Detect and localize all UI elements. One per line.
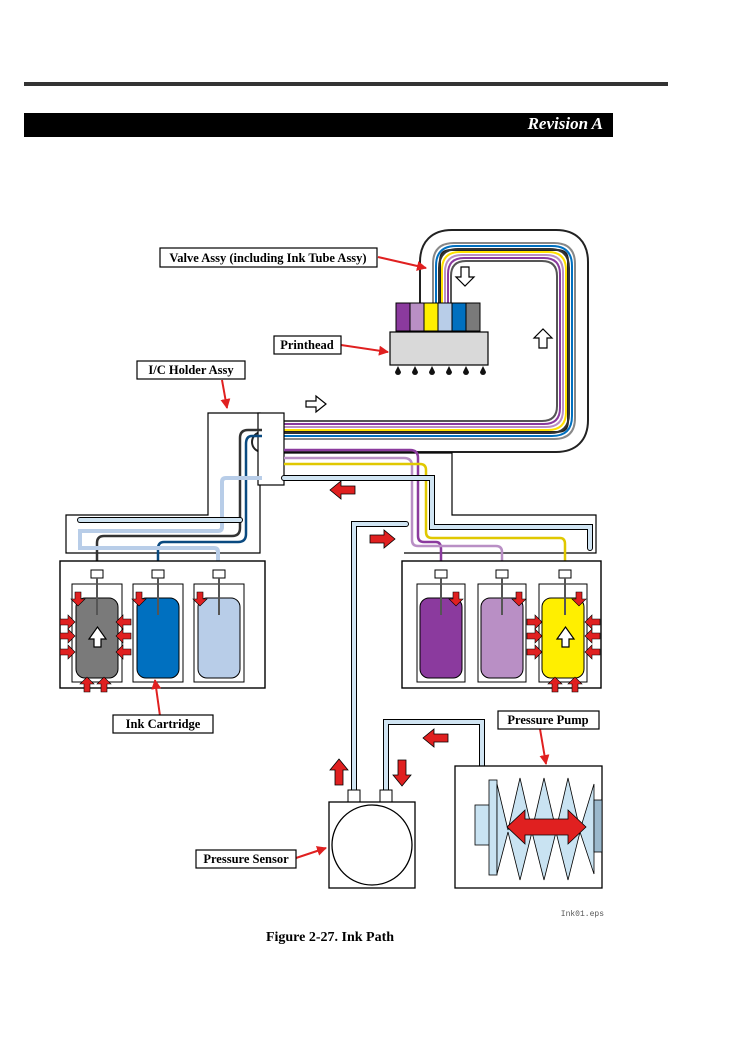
svg-text:Pressure Pump: Pressure Pump	[507, 713, 588, 727]
ink-drops	[395, 366, 486, 375]
label-ic-holder: I/C Holder Assy	[136, 360, 246, 380]
pressure-sensor	[328, 789, 416, 889]
top-rule	[24, 82, 668, 86]
label-printhead: Printhead	[273, 335, 342, 355]
pressure-pump	[454, 765, 603, 889]
svg-text:I/C Holder Assy: I/C Holder Assy	[148, 363, 234, 377]
label-pressure-pump: Pressure Pump	[497, 710, 600, 730]
double-arrow-icon	[506, 809, 587, 845]
ink-tube-bundle	[251, 229, 589, 453]
file-name: Ink01.eps	[561, 910, 604, 919]
svg-text:Pressure Sensor: Pressure Sensor	[203, 852, 289, 866]
svg-text:Ink Cartridge: Ink Cartridge	[126, 717, 201, 731]
printhead-assembly	[389, 302, 489, 375]
revision-label: Revision A	[527, 114, 603, 133]
up-arrow-icon	[87, 625, 108, 648]
right-cartridge-ink-lines	[284, 448, 567, 572]
label-valve-assy: Valve Assy (including Ink Tube Assy)	[159, 247, 378, 268]
callout-leaders	[151, 256, 550, 859]
flow-direction-arrows-white	[305, 266, 554, 414]
label-pressure-sensor: Pressure Sensor	[195, 849, 297, 869]
figure-caption: Figure 2-27. Ink Path	[265, 930, 395, 945]
air-tubes	[77, 475, 593, 793]
air-flow-arrows	[329, 480, 477, 803]
right-cartridge-block	[401, 560, 602, 689]
left-cartridge-ink-lines	[78, 428, 262, 572]
label-ink-cartridge: Ink Cartridge	[112, 714, 214, 734]
svg-text:Printhead: Printhead	[280, 338, 334, 352]
pressure-arrows-small	[59, 591, 601, 693]
left-cartridge-block	[59, 560, 266, 689]
svg-text:Valve Assy (including Ink Tube: Valve Assy (including Ink Tube Assy)	[169, 251, 366, 265]
up-arrow-icon	[555, 625, 576, 648]
revision-bar: Revision A	[24, 113, 613, 137]
